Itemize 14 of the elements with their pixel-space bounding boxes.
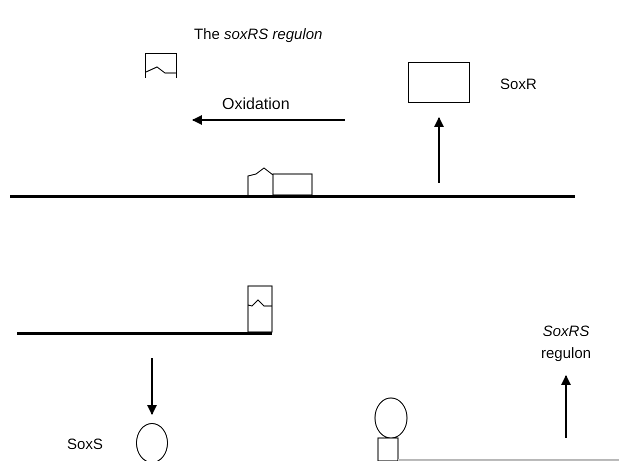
arrow [147,358,157,415]
process-label: Oxidation [222,96,290,114]
dna-line [398,459,619,461]
arrow [434,117,444,183]
protein-circle [136,423,168,461]
protein-box [408,62,470,103]
protein-label: SoxR [500,76,537,93]
arrow [561,375,571,438]
gene-label: SoxRS regulon [540,322,592,364]
dna-line [10,195,575,198]
title: The soxRS regulon [194,26,322,43]
protein-label: SoxS [67,436,103,453]
dna-line [17,332,272,335]
oxidized-protein-shape [145,53,177,78]
